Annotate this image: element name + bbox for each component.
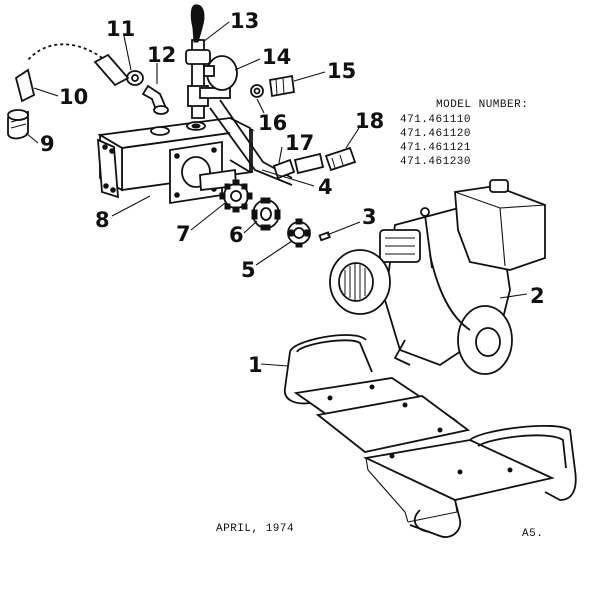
callout-9: 9: [40, 132, 55, 156]
callout-4: 4: [318, 175, 333, 199]
page-code: A5.: [522, 528, 543, 540]
callout-labels: 1 2 3 4 5 6 7 8 9 10 11 12 13 14 15 16 1…: [40, 9, 545, 377]
callout-8: 8: [95, 208, 110, 232]
model-number-block: MODEL NUMBER: 471.461110 471.461120 471.…: [400, 99, 528, 168]
callout-3: 3: [362, 205, 377, 229]
nozzle-part-18: [324, 146, 357, 172]
elbow-part-12: [141, 84, 169, 115]
callout-10: 10: [59, 85, 88, 109]
callout-11: 11: [106, 17, 135, 41]
model-number-header: MODEL NUMBER:: [436, 99, 528, 111]
callout-2: 2: [530, 284, 545, 308]
callout-15: 15: [327, 59, 356, 83]
model-number-1: 471.461110: [400, 114, 471, 126]
coupling-part-6: [251, 197, 281, 231]
valve-assembly-part-13: [185, 4, 231, 119]
gear-part-7: [219, 179, 253, 213]
gauge-part-14: [203, 55, 238, 91]
pump-body-part-8: [96, 117, 255, 205]
key-part-3: [318, 231, 331, 242]
callout-16: 16: [258, 111, 287, 135]
model-number-4: 471.461230: [400, 156, 471, 168]
callout-13: 13: [230, 9, 259, 33]
sprocket-part-5: [287, 218, 311, 248]
date-label: APRIL, 1974: [216, 523, 294, 535]
hose-part-10: [14, 43, 130, 103]
callout-6: 6: [229, 223, 244, 247]
callout-5: 5: [241, 258, 256, 282]
callout-7: 7: [176, 222, 191, 246]
callout-1: 1: [248, 353, 263, 377]
fitting-part-11: [126, 70, 144, 86]
callout-18: 18: [355, 109, 384, 133]
fitting-part-15: [269, 74, 295, 98]
washer-part-16: [250, 84, 264, 98]
callout-17: 17: [285, 131, 314, 155]
model-number-2: 471.461120: [400, 128, 471, 140]
leader-lines: [25, 21, 528, 367]
strainer-part-9: [7, 109, 29, 140]
engine-part-2: [329, 179, 546, 375]
callout-12: 12: [147, 43, 176, 67]
model-number-3: 471.461121: [400, 142, 471, 154]
callout-14: 14: [262, 45, 291, 69]
nipple-part-17: [272, 152, 325, 180]
frame-part-1: [283, 334, 577, 538]
